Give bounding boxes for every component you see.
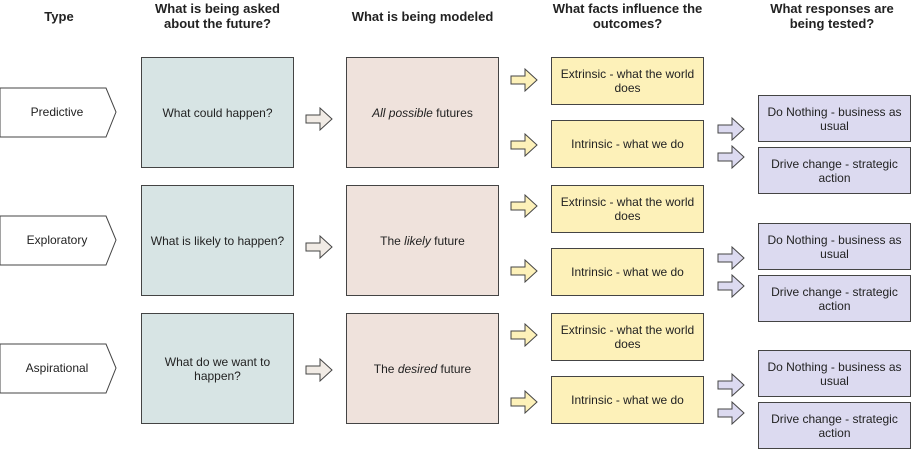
arrow-right-icon	[510, 258, 538, 284]
arrow-right-icon	[510, 389, 538, 415]
type-label-aspirational: Aspirational	[26, 361, 89, 375]
arrow-right-icon	[305, 234, 333, 260]
type-label-exploratory: Exploratory	[27, 233, 88, 247]
arrow-right-icon	[510, 132, 538, 158]
arrow-right-icon	[510, 322, 538, 348]
model-text-post: futures	[432, 105, 473, 120]
extrinsic-box-aspirational: Extrinsic - what the world does	[551, 313, 704, 361]
response-drive-change-exploratory: Drive change - strategic action	[758, 275, 911, 322]
response-do-nothing-exploratory: Do Nothing - business as usual	[758, 223, 911, 270]
header-facts: What facts influence the outcomes?	[552, 1, 703, 31]
header-type: Type	[44, 8, 74, 24]
arrow-right-icon	[717, 372, 745, 398]
response-drive-change-aspirational: Drive change - strategic action	[758, 402, 911, 449]
model-text-post: future	[430, 233, 465, 248]
model-text-pre: The	[373, 361, 398, 376]
model-box-aspirational: The desired future	[346, 313, 499, 424]
arrow-right-icon	[717, 116, 745, 142]
model-text-post: future	[437, 361, 472, 376]
model-text-pre: The	[380, 233, 405, 248]
response-drive-change-predictive: Drive change - strategic action	[758, 147, 911, 194]
arrow-right-icon	[717, 144, 745, 170]
header-question: What is being asked about the future?	[155, 1, 280, 31]
extrinsic-box-exploratory: Extrinsic - what the world does	[551, 185, 704, 233]
question-box-exploratory: What is likely to happen?	[141, 185, 294, 296]
question-box-aspirational: What do we want to happen?	[141, 313, 294, 424]
response-do-nothing-aspirational: Do Nothing - business as usual	[758, 350, 911, 397]
arrow-right-icon	[305, 106, 333, 132]
intrinsic-box-exploratory: Intrinsic - what we do	[551, 248, 704, 296]
question-box-predictive: What could happen?	[141, 57, 294, 168]
model-text-emphasis: desired	[397, 361, 438, 376]
model-text-emphasis: All possible	[372, 105, 433, 120]
type-shape-aspirational: Aspirational	[0, 343, 117, 394]
arrow-right-icon	[305, 357, 333, 383]
type-label-predictive: Predictive	[31, 105, 84, 119]
header-responses: What responses are being tested?	[770, 1, 894, 31]
header-modeled: What is being modeled	[351, 8, 494, 24]
intrinsic-box-aspirational: Intrinsic - what we do	[551, 376, 704, 424]
model-text-emphasis: likely	[404, 233, 431, 248]
extrinsic-box-predictive: Extrinsic - what the world does	[551, 57, 704, 105]
arrow-right-icon	[717, 273, 745, 299]
intrinsic-box-predictive: Intrinsic - what we do	[551, 120, 704, 168]
response-do-nothing-predictive: Do Nothing - business as usual	[758, 95, 911, 142]
type-shape-predictive: Predictive	[0, 87, 117, 138]
arrow-right-icon	[717, 400, 745, 426]
type-shape-exploratory: Exploratory	[0, 215, 117, 266]
arrow-right-icon	[510, 67, 538, 93]
arrow-right-icon	[717, 245, 745, 271]
model-box-predictive: All possible futures	[346, 57, 499, 168]
arrow-right-icon	[510, 193, 538, 219]
model-box-exploratory: The likely future	[346, 185, 499, 296]
